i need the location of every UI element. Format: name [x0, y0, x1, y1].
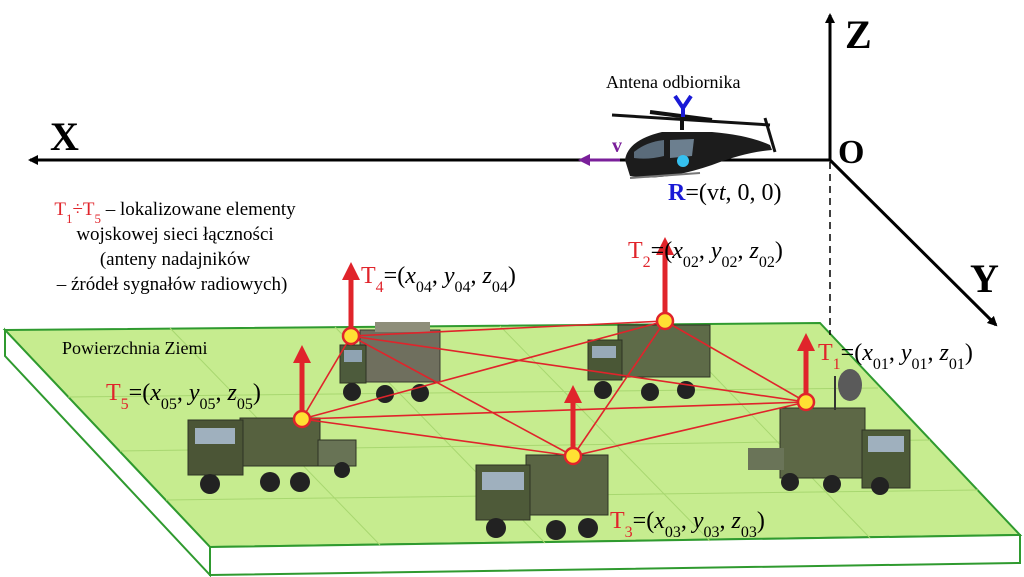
ground-label: Powierzchnia Ziemi [62, 338, 207, 358]
y-axis-label: Y [970, 256, 999, 301]
node-t1 [796, 392, 816, 412]
link-t2-t5 [301, 320, 666, 420]
legend-note: T1÷T5 – lokalizowane elementy wojskowej … [54, 199, 296, 295]
network-links [301, 320, 807, 457]
link-t2-t4 [350, 320, 666, 337]
receiver-position-label: R=(vt, 0, 0) [668, 180, 782, 206]
velocity-label: v [612, 135, 622, 157]
legend-line-1: T1÷T5 – lokalizowane elementy [54, 199, 296, 226]
link-t1-t5 [301, 401, 807, 420]
receiver-antenna-icon [673, 94, 693, 117]
y-axis [828, 158, 998, 327]
transmitter-label-t5: T5=(x05, y05, z05) [106, 380, 261, 413]
truck-t1-icon [748, 369, 911, 495]
link-t3-t5 [301, 418, 574, 457]
z-axis-label: Z [845, 12, 872, 57]
node-t5 [292, 409, 312, 429]
truck-t3-icon [475, 454, 609, 540]
node-t3 [563, 446, 583, 466]
transmitter-label-t2: T2=(x02, y02, z02) [628, 238, 783, 271]
link-t1-t2 [664, 320, 807, 403]
link-t1-t3 [572, 401, 807, 457]
legend-line-4: – źródeł sygnałów radiowych) [56, 274, 288, 295]
antenna-label: Antena odbiornika [606, 72, 740, 92]
link-t1-t4 [350, 335, 807, 403]
helicopter-icon [611, 110, 777, 179]
origin-label: O [838, 134, 864, 171]
transmitter-label-t1: T1=(x01, y01, z01) [818, 340, 973, 373]
node-t2 [655, 311, 675, 331]
link-t4-t5 [301, 335, 352, 420]
legend-line-3: (anteny nadajników [100, 249, 251, 270]
link-t3-t4 [350, 335, 574, 457]
transmitter-label-t4: T4=(x04, y04, z04) [361, 263, 516, 296]
link-t2-t3 [572, 320, 666, 457]
transmitter-nodes [292, 237, 816, 466]
x-axis-label: X [50, 114, 79, 159]
transmitter-label-t3: T3=(x03, y03, z03) [610, 508, 765, 541]
node-t4 [341, 326, 361, 346]
transmitter-labels: T1=(x01, y01, z01) T2=(x02, y02, z02) T3=(… [106, 238, 973, 541]
legend-line-2: wojskowej sieci łączności [76, 224, 273, 245]
